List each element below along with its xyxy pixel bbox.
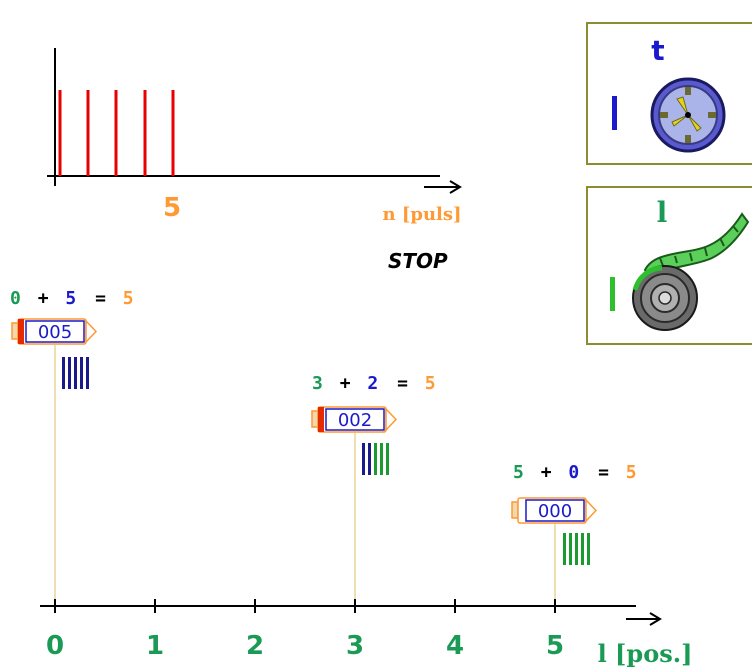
equation-a: 5 [513,462,524,483]
axis-tick-label: 2 [246,631,264,661]
arrow-right-icon [626,612,662,626]
counter-display: 005 [38,322,72,343]
equation-sum: 5 [425,373,436,394]
equation-plus: + [38,288,49,309]
equation: 5 + 0 = 5 [513,462,637,483]
tally-marks [362,443,389,475]
counter-battery-icon [511,497,598,524]
position-axis: 0 1 2 3 4 5 l [pos.] [40,599,692,668]
equation-b: 5 [65,288,76,309]
equation-equals: = [397,373,408,394]
axis-tick-label: 1 [146,631,164,661]
equation-a: 3 [312,373,323,394]
equation-b: 0 [568,462,579,483]
equation-sum: 5 [123,288,134,309]
pulse-chart: 5 n [puls] STOP [47,48,462,273]
counter-battery-icon [11,318,98,345]
equation-sum: 5 [626,462,637,483]
time-symbol: t [651,34,664,67]
equation-b: 2 [367,373,378,394]
counter-display: 000 [538,501,572,522]
tally-marks [62,357,89,389]
arrow-right-icon [424,180,462,194]
length-symbol: l [657,196,668,229]
counter-group-3: 5 + 0 = 5 000 [511,462,637,606]
axis-tick-label: 3 [346,631,364,661]
time-panel: t [586,22,752,165]
counter-group-2: 3 + 2 = 5 002 [311,373,436,606]
axis-tick-label: 0 [46,631,64,661]
position-axis-ticks: 0 1 2 3 4 5 [46,599,564,661]
equation: 0 + 5 = 5 [10,288,134,309]
tape-measure-icon [632,212,750,331]
equation-a: 0 [10,288,21,309]
length-indicator-bar [610,277,615,311]
clock-icon [650,77,726,153]
axis-tick-label: 4 [446,631,464,661]
equation: 3 + 2 = 5 [312,373,436,394]
counter-group-1: 0 + 5 = 5 005 [10,288,134,606]
pulse-count-label: 5 [163,193,181,223]
equation-equals: = [95,288,106,309]
equation-equals: = [598,462,609,483]
time-indicator-bar [612,96,617,130]
counter-battery-icon [311,406,398,433]
axis-tick-label: 5 [546,631,564,661]
counter-display: 002 [338,410,372,431]
position-axis-label: l [pos.] [598,639,693,668]
pulse-axis-label: n [puls] [382,204,461,225]
length-panel: l [586,186,752,345]
equation-plus: + [340,373,351,394]
equation-plus: + [541,462,552,483]
tally-marks [563,533,590,565]
stop-status: STOP [388,249,448,273]
